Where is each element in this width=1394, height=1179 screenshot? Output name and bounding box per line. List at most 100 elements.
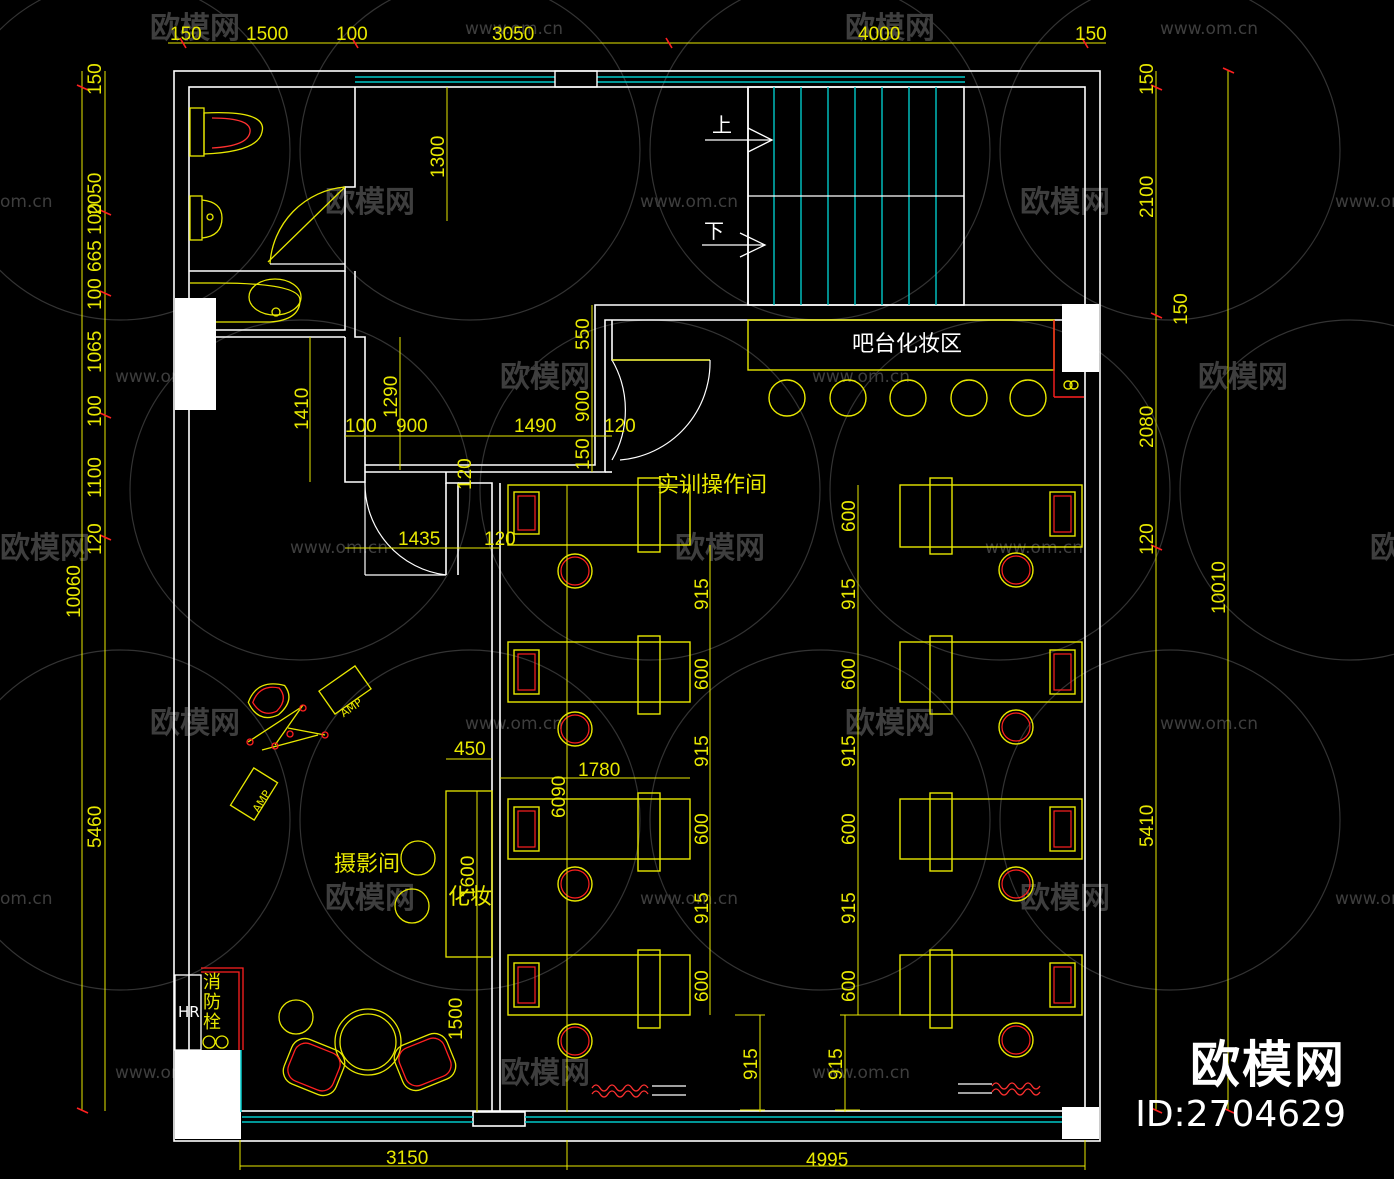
watermark-url: www.om.cn [812,1063,910,1083]
dim-1490: 1490 [514,416,556,437]
dims-top: 150 1500 100 3050 4000 150 [170,24,1107,45]
photo-studio [174,665,493,1097]
dim-right-col-2: 600 [839,658,860,690]
dimension-ticks [76,37,1235,1114]
dim-right-col-1: 915 [839,578,860,610]
dim-1410: 1410 [292,388,313,430]
dim-right-col-7: 915 [826,1048,847,1080]
sink-basin [248,278,302,316]
dim-left-2: 100 [85,203,106,235]
dim-top-1: 1500 [246,24,288,45]
dim-left-6: 100 [85,395,106,427]
watermark-logo: 欧模网 [150,11,240,46]
dim-100: 100 [345,416,377,437]
watermark-url: www.om.cn [640,889,738,909]
amp-label: AMP [250,788,274,815]
watermark-logo: 欧模网 [845,11,935,46]
dim-mid-1: 600 [692,658,713,690]
dim-120a: 120 [455,458,476,490]
toilet-tank [189,107,205,157]
dims-interior: 1300 550 900 120 150 1410 1290 100 900 1… [292,136,860,1080]
watermark-logo: 欧模网 [1198,360,1288,395]
dim-1290: 1290 [381,376,402,418]
dims-right: 150 2100 150 2080 120 10010 5410 [1137,63,1230,847]
watermark-logo: 欧模网 [150,706,240,741]
dim-900: 900 [396,416,428,437]
dim-left-10: 5460 [85,806,106,848]
watermark-logo: 欧模网 [500,1056,590,1091]
watermark-url: om.cn [0,192,53,212]
beds-middle [507,477,691,1059]
watermark-arcs [0,0,1394,991]
sink-counter [190,282,301,323]
fire-hydrant-label: 消 防 栓 [203,972,221,1033]
dim-top-3: 3050 [492,24,534,45]
dim-right-6: 5410 [1137,805,1158,847]
dim-right-col-0: 600 [839,500,860,532]
dim-left-1: 2050 [85,173,106,215]
fire-hydrant-char-2: 防 [203,992,221,1013]
dims-left: 150 2050 100 665 100 1065 100 1100 120 1… [64,63,106,848]
watermarks: 欧模网 欧模网 www.om.cn www.om.cn 欧模网 欧模网 om.c… [0,11,1394,1091]
dim-left-3: 665 [85,240,106,272]
watermark-url: www.om.cn [1335,889,1394,909]
toilet-bowl [203,111,264,155]
stairs-up-label: 上 [712,113,732,137]
brand-id: ID:2704629 [1135,1094,1346,1135]
dim-1500: 1500 [446,998,467,1040]
bar-counter [747,319,1084,417]
dim-top-4: 4000 [858,24,900,45]
dim-mid-3: 600 [692,813,713,845]
washroom [189,107,346,323]
dim-1780: 1780 [578,760,620,781]
dim-left-0: 150 [85,63,106,95]
dim-550: 550 [573,318,594,350]
watermark-url: www.om.cn [985,538,1083,558]
brand-logo-text: 欧模网 [1190,1036,1346,1094]
dim-right-col-6: 600 [839,970,860,1002]
fire-hydrant-char-3: 栓 [203,1012,221,1033]
makeup-label: 化妆 [448,885,492,910]
hr-label: HR [178,1003,200,1021]
beds-right [899,477,1083,1058]
dim-mid-5: 600 [692,970,713,1002]
makeup-table [445,790,493,958]
dim-top-0: 150 [170,24,202,45]
watermark-url: www.om.cn [290,538,388,558]
dim-1300: 1300 [428,136,449,178]
dim-left-4: 100 [85,278,106,310]
watermark-url: www.om.cn [812,367,910,387]
dim-right-5: 10010 [1209,561,1230,614]
dim-top-5: 150 [1075,24,1107,45]
dim-6090: 6090 [549,776,570,818]
urinal [189,195,203,241]
watermark-logo: 欧模网 [675,531,765,566]
dim-120c: 120 [484,529,516,550]
dim-mid-6: 915 [741,1048,762,1080]
dim-bottom-1: 4995 [806,1150,848,1171]
dim-left-5: 1065 [85,331,106,373]
fire-hydrant-char-1: 消 [203,972,221,993]
window-gap [554,70,598,88]
watermark-logo: 欧模网 [1020,881,1110,916]
photo-room-label: 摄影间 [334,852,400,877]
dim-left-9: 10060 [64,565,85,618]
watermark-logo: 欧模网 [845,706,935,741]
dim-mid-2: 915 [692,735,713,767]
dim-right-0: 150 [1137,63,1158,95]
windows [240,76,1062,1123]
dim-top-2: 100 [336,24,368,45]
dim-right-1: 2100 [1137,176,1158,218]
bed-inner-red-middle [517,495,590,1056]
dim-right-col-3: 915 [839,735,860,767]
watermark-url: om.cn [0,889,53,909]
watermark-url: www.om.cn [1160,19,1258,39]
walls [173,70,1101,1142]
dim-1435: 1435 [398,529,440,550]
dim-bottom-0: 3150 [386,1148,428,1169]
watermark-logo: 欧模网 [325,881,415,916]
dim-right-2: 150 [1171,293,1192,325]
brand-watermark: 欧模网 ID:2704629 [1135,1035,1346,1135]
amp-label: AMP [338,696,365,720]
